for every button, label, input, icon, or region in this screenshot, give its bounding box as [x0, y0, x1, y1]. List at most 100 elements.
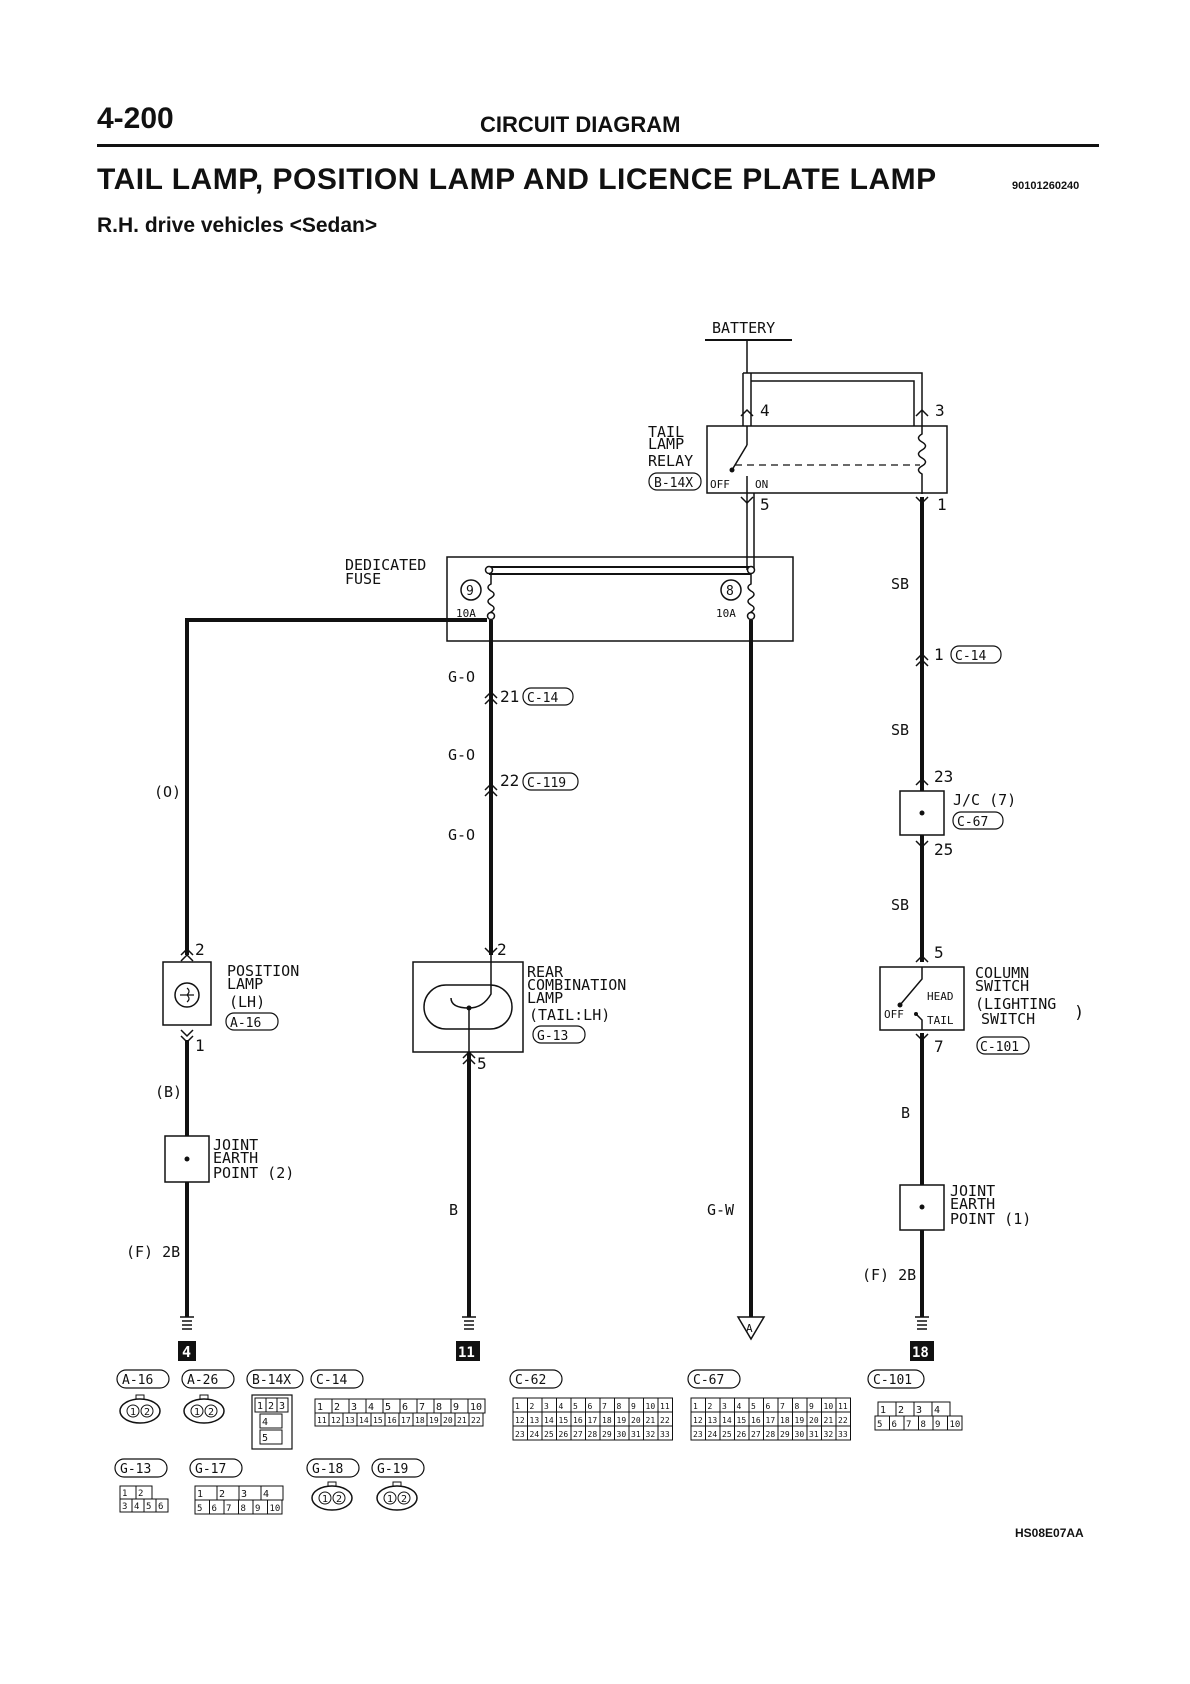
position-lamp: 2 1 POSITION LAMP (LH) A-16	[162, 940, 299, 1055]
pin-number: 32	[646, 1430, 656, 1439]
relay-off-label: OFF	[710, 478, 730, 491]
pin-number: 16	[387, 1416, 397, 1425]
pin-number: 27	[751, 1430, 761, 1439]
pin-number: 4	[134, 1502, 139, 1512]
pin-c14-1: 1	[934, 645, 944, 664]
tag-c14-b: C-14	[955, 649, 986, 664]
battery: BATTERY	[705, 319, 792, 373]
document-code: 90101260240	[1012, 180, 1080, 192]
pin-number: 13	[530, 1416, 540, 1425]
fuse-9-rating: 10A	[456, 607, 476, 620]
pin-number: 22	[471, 1416, 481, 1425]
rear-lamp-label-2: COMBINATION	[527, 976, 626, 994]
pin-position-1: 1	[195, 1036, 205, 1055]
pin-position-2: 2	[195, 940, 205, 959]
joint-left-label-1: JOINT	[213, 1136, 258, 1154]
joint-left-label-3: POINT (2)	[213, 1164, 294, 1182]
pin-number: 5	[197, 1504, 202, 1514]
page-title: TAIL LAMP, POSITION LAMP AND LICENCE PLA…	[97, 163, 937, 196]
pin-number: 24	[708, 1430, 718, 1439]
pin-number: 15	[737, 1416, 747, 1425]
wire-label-b-mid: B	[449, 1201, 458, 1219]
joint-earth-right: JOINT EARTH POINT (1) (F) 2B	[862, 1182, 1031, 1284]
pin-number: 2	[144, 1407, 150, 1418]
pin-number: 7	[226, 1504, 231, 1514]
pin-number: 30	[795, 1430, 805, 1439]
pin-number: 8	[241, 1504, 246, 1514]
pin-number: 19	[795, 1416, 805, 1425]
fuse-8-number: 8	[726, 584, 734, 599]
relay-label-1: TAIL	[648, 423, 684, 441]
pin-number: 11	[317, 1416, 327, 1425]
pin-number: 2	[336, 1494, 342, 1505]
relay-pin-1: 1	[937, 495, 947, 514]
pin-number: 33	[838, 1430, 848, 1439]
earth-right-label: (F) 2B	[862, 1266, 916, 1284]
pin-number: 1	[322, 1494, 328, 1505]
connector-tag-g-19: G-19	[371, 1458, 425, 1478]
b14x-row-2: 4	[259, 1413, 283, 1429]
connector-tag-a-26: A-26	[181, 1369, 235, 1389]
pin-number: 10	[950, 1420, 961, 1430]
pin-rear-5: 5	[477, 1054, 487, 1073]
pin-number: 4	[262, 1417, 268, 1428]
position-lamp-label-2: LAMP	[227, 975, 263, 993]
pin-number: 16	[751, 1416, 761, 1425]
fuse-8-rating: 10A	[716, 607, 736, 620]
ground-label-4: 4	[182, 1343, 191, 1361]
pin-number: 28	[766, 1430, 776, 1439]
pin-number: 1	[122, 1489, 127, 1499]
fuse-box-label-2: FUSE	[345, 570, 381, 588]
pin-number: 1	[197, 1489, 203, 1500]
pin-number: 22	[838, 1416, 848, 1425]
pin-number: 3	[241, 1489, 247, 1500]
relay-pin-3: 3	[935, 401, 945, 420]
pin-number: 12	[693, 1416, 703, 1425]
column-switch-label-1: COLUMN	[975, 964, 1029, 982]
relay-label-2: LAMP	[648, 435, 684, 453]
pin-number: 29	[780, 1430, 790, 1439]
pin-number: 5	[385, 1402, 391, 1413]
pin-number: 5	[262, 1433, 268, 1444]
pin-number: 26	[559, 1430, 569, 1439]
page-subtitle: R.H. drive vehicles <Sedan>	[97, 214, 378, 237]
tag-c14-a: C-14	[527, 691, 558, 706]
arrow-a-label: A	[746, 1322, 753, 1335]
pin-number: 13	[708, 1416, 718, 1425]
pin-number: 23	[515, 1430, 525, 1439]
junction-label: J/C (7)	[953, 791, 1016, 809]
pin-c119-22: 22	[500, 771, 519, 790]
connector-tag-text: C-14	[316, 1373, 347, 1388]
pin-number: 29	[602, 1430, 612, 1439]
connector-tag-a-16: A-16	[116, 1369, 170, 1389]
battery-label: BATTERY	[712, 319, 775, 337]
pin-number: 31	[809, 1430, 819, 1439]
pin-number: 7	[419, 1402, 425, 1413]
pin-number: 16	[573, 1416, 583, 1425]
pin-number: 21	[824, 1416, 834, 1425]
wire-label-gw: G-W	[707, 1201, 735, 1219]
fuse-9-number: 9	[466, 584, 474, 599]
wire-label-b-left: (B)	[155, 1083, 182, 1101]
pin-number: 1	[317, 1402, 323, 1413]
ground-symbols: 4 11 18 A	[178, 1316, 934, 1361]
battery-feed-wires	[742, 372, 923, 426]
relay-label-3: RELAY	[648, 452, 693, 470]
wire-label-go-1: G-O	[448, 668, 475, 686]
switch-tail-label: TAIL	[927, 1014, 954, 1027]
pin-number: 14	[722, 1416, 732, 1425]
joint-right-label-2: EARTH	[950, 1195, 995, 1213]
